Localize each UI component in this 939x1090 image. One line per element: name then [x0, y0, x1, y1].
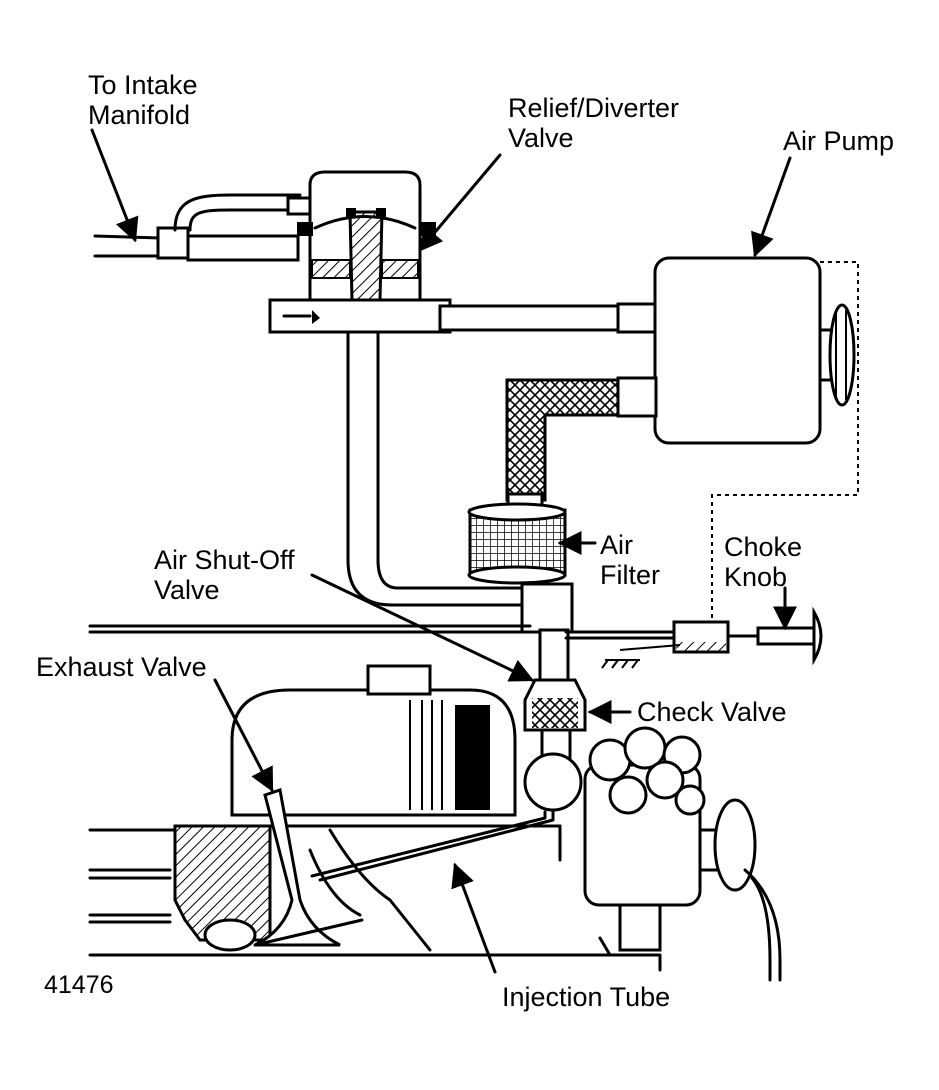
label-exhaust-valve: Exhaust Valve — [36, 652, 207, 682]
air-pump — [653, 256, 859, 625]
injection-tube — [253, 808, 555, 947]
filter-hose — [505, 376, 658, 512]
label-choke-knob: Choke Knob — [724, 532, 803, 592]
distributor — [583, 726, 782, 982]
label-check-valve: Check Valve — [637, 697, 787, 727]
main-air-pipe — [268, 298, 660, 334]
label-air-filter: Air Filter — [600, 530, 660, 590]
label-relief-diverter-valve: Relief/Diverter Valve — [508, 93, 680, 153]
check-valve — [523, 678, 587, 812]
exhaust-valve — [254, 788, 341, 947]
figure-number: 41476 — [44, 971, 114, 999]
label-injection-tube: Injection Tube — [502, 982, 671, 1012]
leader-arrows — [90, 128, 797, 974]
air-shutoff-valve — [538, 606, 823, 692]
label-air-pump: Air Pump — [783, 126, 895, 156]
intake-hose — [93, 193, 312, 262]
label-air-shutoff-valve: Air Shut-Off Valve — [154, 545, 295, 605]
relief-diverter-valve — [297, 170, 436, 314]
label-to-intake-manifold: To Intake Manifold — [88, 70, 198, 130]
air-filter — [467, 502, 567, 585]
